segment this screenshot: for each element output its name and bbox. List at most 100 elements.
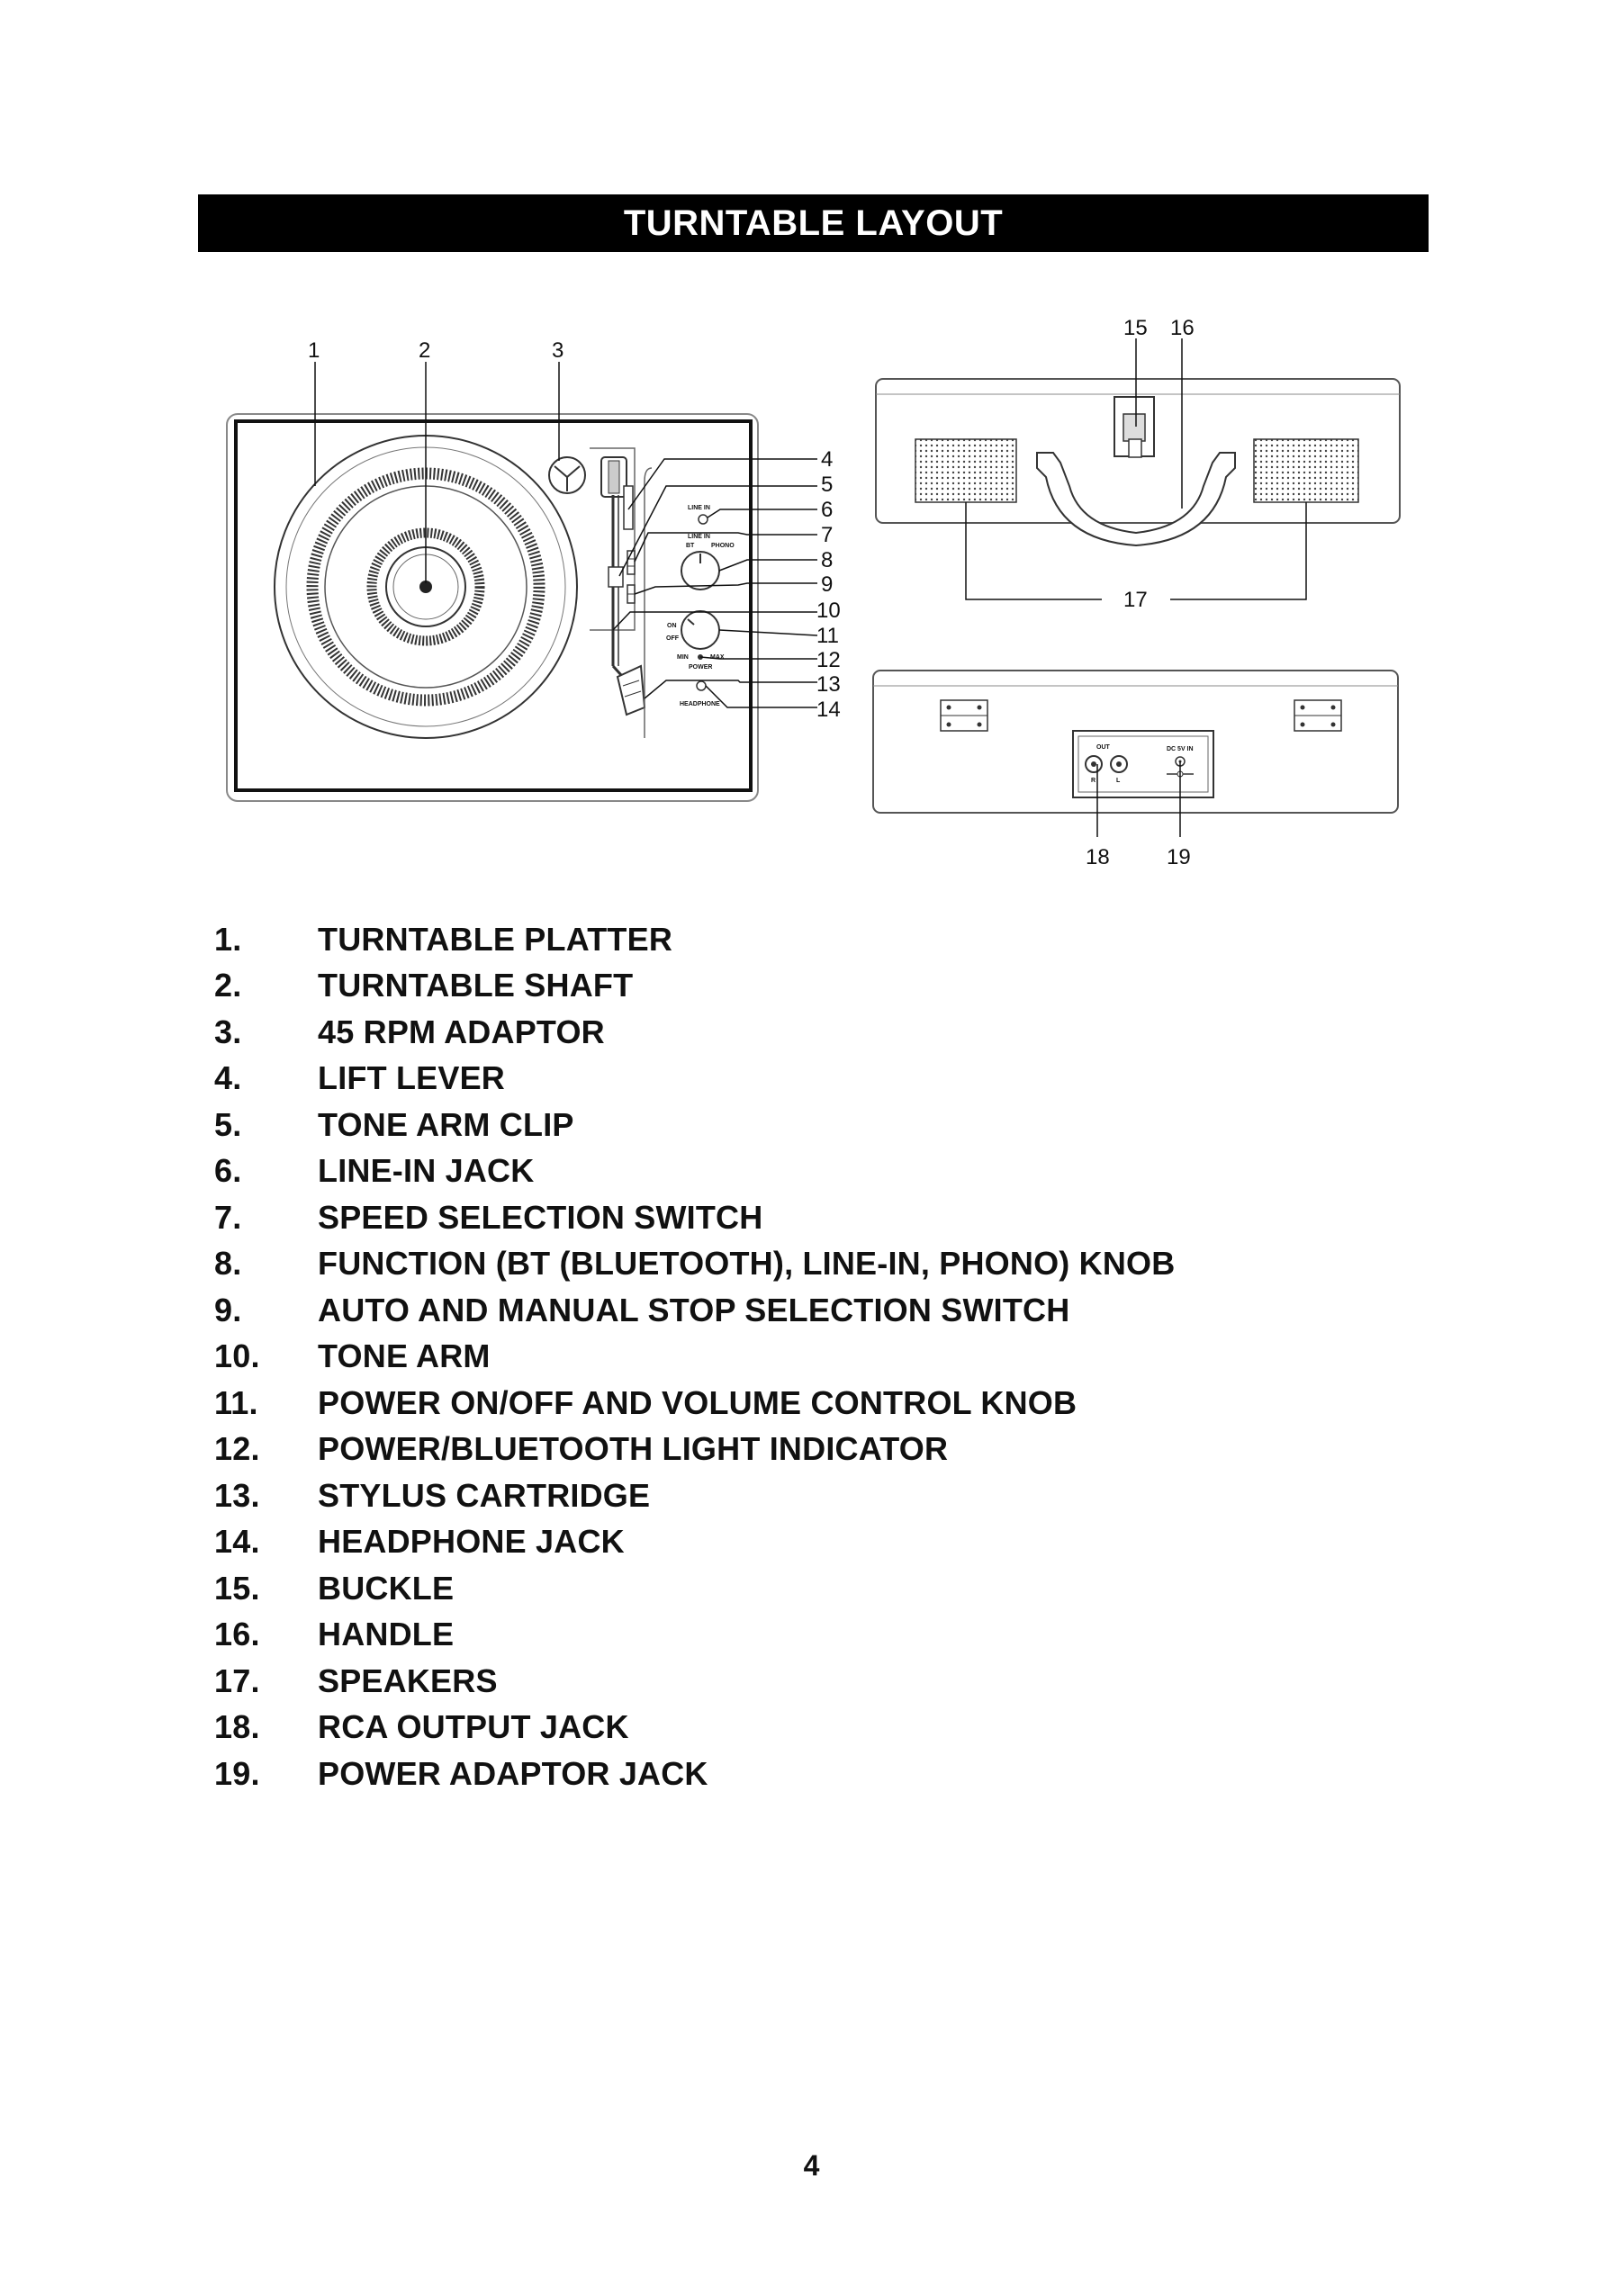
- buckle: [1114, 396, 1155, 458]
- front-view-leaders: [965, 338, 1307, 600]
- part-label: HEADPHONE JACK: [318, 1523, 625, 1561]
- r-label: R: [1091, 778, 1096, 784]
- control-panel: LINE IN LINE IN BT PHONO ON OFF MIN MAX …: [644, 467, 735, 738]
- parts-list-item: 12. POWER/BLUETOOTH LIGHT INDICATOR: [214, 1427, 1175, 1473]
- part-number: 1.: [214, 920, 242, 958]
- parts-list-item: 8. FUNCTION (BT (BLUETOOTH), LINE-IN, PHO…: [214, 1241, 1175, 1288]
- callout-8: 8: [821, 548, 833, 572]
- part-label: STYLUS CARTRIDGE: [318, 1476, 651, 1514]
- part-number: 7.: [214, 1198, 242, 1236]
- handle: [1036, 452, 1236, 547]
- tone-arm-clip: [608, 566, 624, 588]
- line-in-jack: [698, 514, 708, 525]
- part-label: LINE-IN JACK: [318, 1152, 535, 1190]
- section-title: TURNTABLE LAYOUT: [623, 203, 1004, 243]
- part-number: 17.: [214, 1661, 260, 1699]
- part-label: RCA OUTPUT JACK: [318, 1708, 629, 1746]
- part-label: POWER ADAPTOR JACK: [318, 1754, 708, 1792]
- section-title-bar: TURNTABLE LAYOUT: [198, 194, 1429, 252]
- page-number: 4: [803, 2149, 820, 2182]
- callout-3: 3: [552, 338, 564, 363]
- part-number: 16.: [214, 1616, 260, 1653]
- callout-18: 18: [1086, 845, 1110, 869]
- parts-list-item: 7.SPEED SELECTION SWITCH: [214, 1194, 1175, 1241]
- rear-view: OUT R L DC 5V IN 18 19: [872, 670, 1399, 869]
- callout-2: 2: [419, 338, 430, 363]
- part-number: 12.: [214, 1430, 260, 1468]
- part-label: TURNTABLE SHAFT: [318, 967, 634, 1004]
- dc-in-label: DC 5V IN: [1167, 746, 1194, 752]
- rpm-adaptor: [548, 456, 586, 494]
- out-label: OUT: [1096, 744, 1111, 751]
- part-number: 19.: [214, 1754, 260, 1792]
- power-volume-knob: [681, 610, 720, 650]
- callout-11: 11: [816, 624, 839, 648]
- parts-list-item: 3.45 RPM ADAPTOR: [214, 1009, 1175, 1056]
- part-number: 9.: [214, 1291, 242, 1328]
- part-label: FUNCTION (BT (BLUETOOTH), LINE-IN, PHONO…: [318, 1245, 1176, 1283]
- parts-list-item: 13. STYLUS CARTRIDGE: [214, 1472, 1175, 1519]
- top-view-callouts: 1 2 3 4 5 6 7 8 9 10 11 12 13 14: [308, 338, 841, 722]
- part-number: 11.: [214, 1383, 258, 1421]
- headphone-jack: [696, 680, 707, 691]
- callout-16: 16: [1170, 316, 1195, 340]
- callout-15: 15: [1123, 316, 1148, 340]
- parts-list-item: 4.LIFT LEVER: [214, 1056, 1175, 1103]
- callout-12: 12: [816, 648, 841, 672]
- speaker-left: [915, 438, 1017, 503]
- part-number: 6.: [214, 1152, 242, 1190]
- part-number: 10.: [214, 1337, 260, 1375]
- hinge-left: [940, 699, 988, 732]
- part-number: 14.: [214, 1523, 260, 1561]
- turntable-diagram: LINE IN LINE IN BT PHONO ON OFF MIN MAX …: [226, 316, 1401, 869]
- callout-9: 9: [821, 572, 833, 597]
- l-label: L: [1116, 778, 1121, 784]
- turntable-shaft: [419, 581, 432, 593]
- lift-lever: [623, 485, 634, 530]
- rear-view-leaders: [1096, 761, 1181, 837]
- part-label: HANDLE: [318, 1616, 455, 1653]
- power-label: POWER: [689, 664, 712, 671]
- parts-list-item: 6. LINE-IN JACK: [214, 1148, 1175, 1195]
- callout-13: 13: [816, 672, 841, 697]
- hinge-right: [1294, 699, 1342, 732]
- parts-list: 1. TURNTABLE PLATTER 2. TURNTABLE SHAFT 3.45…: [214, 916, 1175, 1797]
- callout-19: 19: [1167, 845, 1191, 869]
- part-label: POWER/BLUETOOTH LIGHT INDICATOR: [318, 1430, 949, 1468]
- front-view: 15 16 17: [875, 316, 1401, 612]
- function-label: LINE IN: [688, 534, 710, 540]
- callout-14: 14: [816, 698, 841, 722]
- parts-list-item: 17. SPEAKERS: [214, 1658, 1175, 1705]
- line-in-label: LINE IN: [688, 505, 710, 511]
- callout-1: 1: [308, 338, 320, 363]
- auto-stop-switch: [627, 584, 636, 604]
- part-number: 18.: [214, 1708, 260, 1746]
- parts-list-item: 14. HEADPHONE JACK: [214, 1519, 1175, 1566]
- part-number: 2.: [214, 967, 242, 1004]
- parts-list-item: 9.AUTO AND MANUAL STOP SELECTION SWITCH: [214, 1287, 1175, 1334]
- parts-list-item: 18. RCA OUTPUT JACK: [214, 1705, 1175, 1751]
- part-label: BUCKLE: [318, 1569, 455, 1607]
- parts-list-item: 16. HANDLE: [214, 1612, 1175, 1659]
- min-label: MIN: [677, 654, 689, 661]
- parts-list-item: 19. POWER ADAPTOR JACK: [214, 1751, 1175, 1797]
- part-number: 5.: [214, 1105, 242, 1143]
- part-number: 13.: [214, 1476, 260, 1514]
- part-label: TONE ARM: [318, 1337, 491, 1375]
- part-label: SPEAKERS: [318, 1661, 498, 1699]
- callout-6: 6: [821, 498, 833, 522]
- stylus-cartridge: [616, 664, 646, 716]
- callout-5: 5: [821, 473, 833, 497]
- part-number: 8.: [214, 1245, 242, 1283]
- part-label: LIFT LEVER: [318, 1059, 505, 1097]
- callout-10: 10: [816, 599, 841, 623]
- top-view-leaders: [314, 362, 818, 708]
- top-view: LINE IN LINE IN BT PHONO ON OFF MIN MAX …: [226, 338, 841, 802]
- part-label: POWER ON/OFF AND VOLUME CONTROL KNOB: [318, 1383, 1077, 1421]
- part-label: TONE ARM CLIP: [318, 1105, 574, 1143]
- bt-label: BT: [686, 543, 695, 549]
- part-label: TURNTABLE PLATTER: [318, 920, 673, 958]
- part-number: 3.: [214, 1013, 242, 1050]
- callout-7: 7: [821, 523, 833, 547]
- parts-list-item: 15.BUCKLE: [214, 1565, 1175, 1612]
